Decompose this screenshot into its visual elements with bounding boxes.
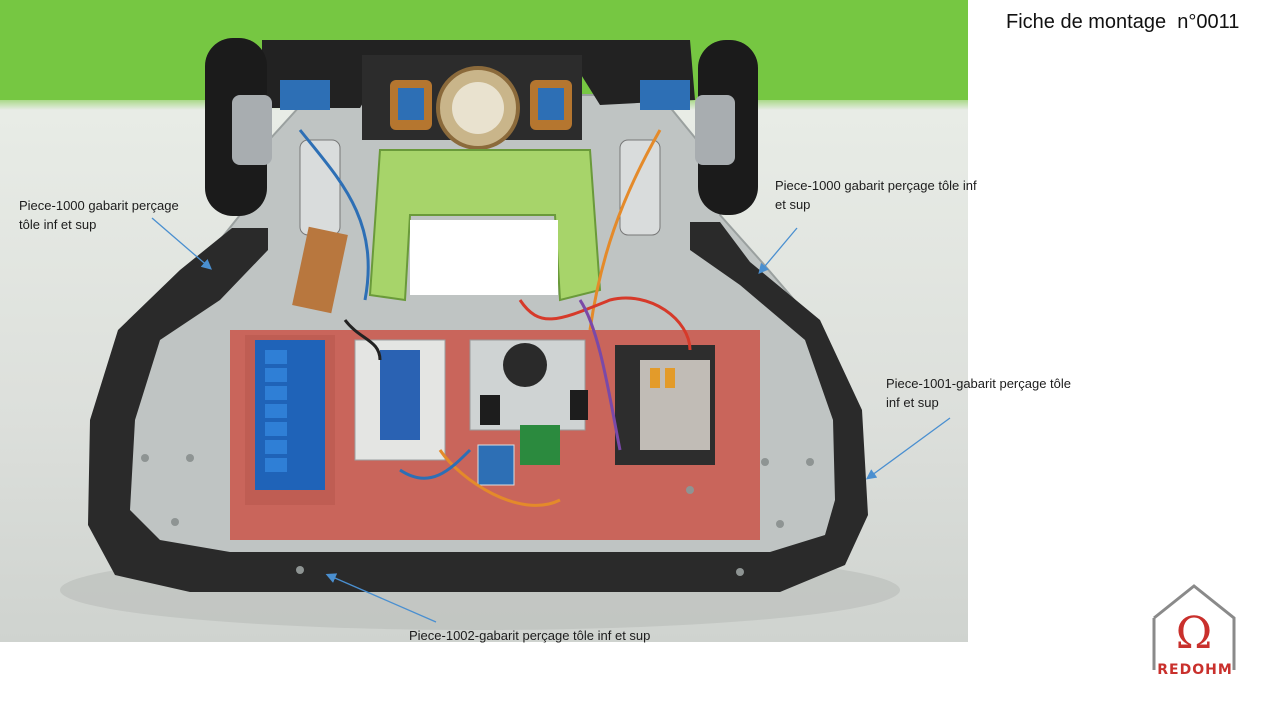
robot-chassis-illustration — [0, 0, 968, 630]
redohm-logo-icon: Ω — [1152, 584, 1236, 670]
assembly-photo — [0, 0, 968, 642]
label-piece-1000-left: Piece-1000 gabarit perçage tôle inf et s… — [19, 196, 219, 234]
label-piece-1001: Piece-1001-gabarit perçage tôle inf et s… — [886, 374, 1126, 412]
label-piece-1002-text: Piece-1002-gabarit perçage tôle inf et s… — [409, 628, 651, 643]
label-piece-1002: Piece-1002-gabarit perçage tôle inf et s… — [409, 626, 729, 645]
label-piece-1001-text: Piece-1001-gabarit perçage tôle inf et s… — [886, 376, 1072, 410]
sheet-title: Fiche de montage n°0011 — [1006, 11, 1240, 33]
logo-omega-symbol: Ω — [1176, 608, 1212, 659]
label-piece-1000-right-text: Piece-1000 gabarit perçage tôle inf et s… — [775, 178, 977, 212]
label-piece-1000-left-text: Piece-1000 gabarit perçage tôle inf et s… — [19, 198, 179, 232]
label-piece-1000-right: Piece-1000 gabarit perçage tôle inf et s… — [775, 176, 1055, 214]
logo-text: REDOHM — [1157, 662, 1233, 678]
